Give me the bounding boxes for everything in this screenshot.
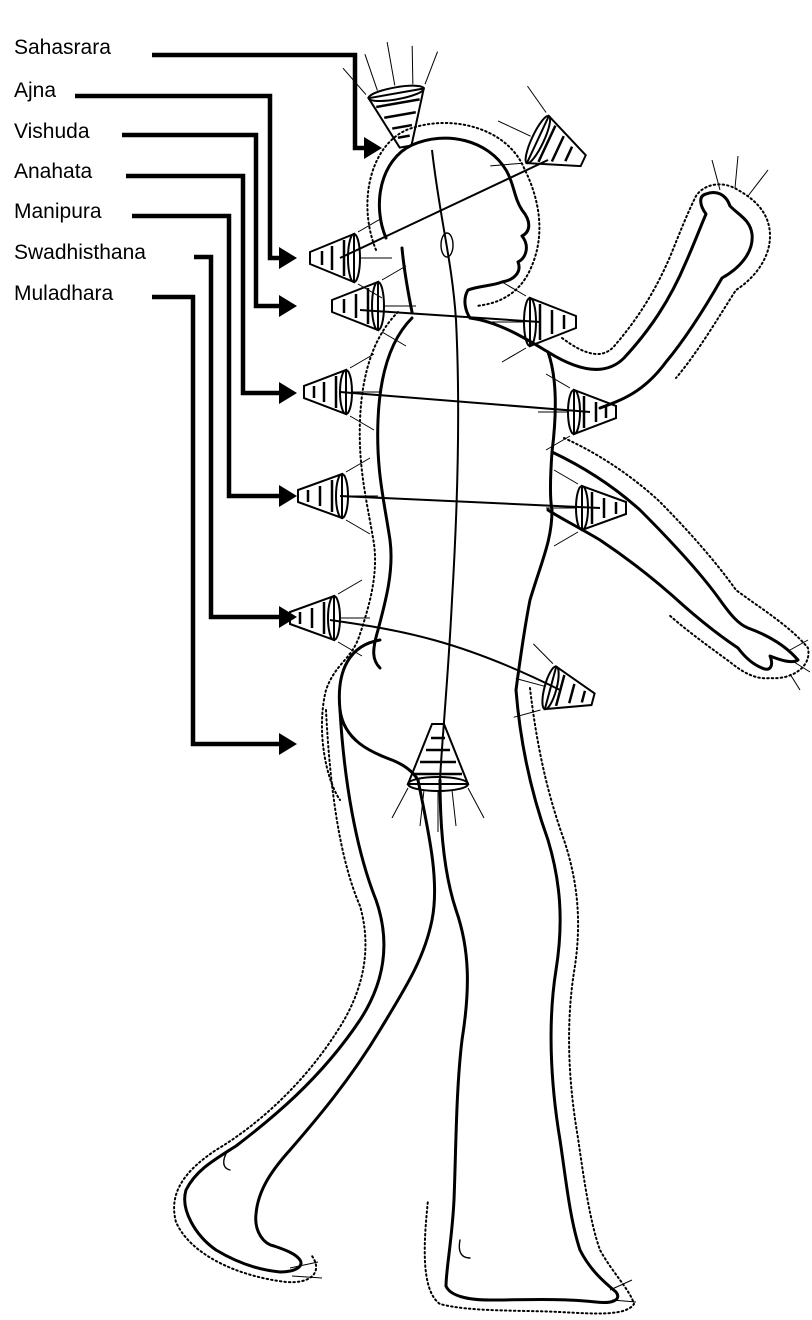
ankle-mark: [459, 1240, 470, 1258]
muladhara-vortex-icon: [392, 724, 484, 832]
swadhisthana-back-vortex-icon: [290, 580, 370, 656]
label-manipura: Manipura: [14, 200, 102, 223]
human-figure: [174, 123, 808, 1314]
torso-left: [374, 318, 412, 668]
manipura-back-vortex-icon: [298, 458, 378, 534]
ajna-back-vortex-icon: [310, 218, 392, 298]
anahata-front-vortex-icon: [538, 374, 616, 450]
label-ajna: Ajna: [14, 79, 56, 102]
arrow-sahasrara-icon: [364, 137, 382, 159]
label-muladhara: Muladhara: [14, 282, 114, 305]
front-leg-outer: [446, 690, 618, 1303]
label-sahasrara: Sahasrara: [14, 36, 111, 59]
label-anahata: Anahata: [14, 160, 93, 183]
lower-arm: [548, 452, 798, 669]
torso-left-aura: [322, 312, 398, 800]
arrow-muladhara-icon: [279, 733, 297, 755]
chakra-labels: Sahasrara Ajna Vishuda Anahata Manipura …: [14, 36, 146, 305]
manipura-cord: [340, 496, 600, 508]
leader-sahasrara: [152, 55, 382, 159]
label-swadhisthana: Swadhisthana: [14, 241, 146, 264]
arrow-vishuda-icon: [279, 295, 297, 317]
label-vishuda: Vishuda: [14, 120, 90, 143]
energy-rays: [290, 156, 810, 1302]
front-leg-inner: [440, 780, 467, 1286]
arrow-anahata-icon: [279, 382, 297, 404]
neck-left: [402, 248, 412, 312]
leader-muladhara: [152, 297, 297, 755]
vishuda-cord: [360, 310, 540, 322]
back-leg-inner: [256, 780, 435, 1246]
raised-arm-upper: [548, 193, 752, 409]
buttock: [339, 640, 418, 780]
central-axis: [432, 150, 458, 780]
back-leg-outer: [185, 710, 384, 1272]
arrow-manipura-icon: [279, 485, 297, 507]
arrow-ajna-icon: [279, 247, 297, 269]
